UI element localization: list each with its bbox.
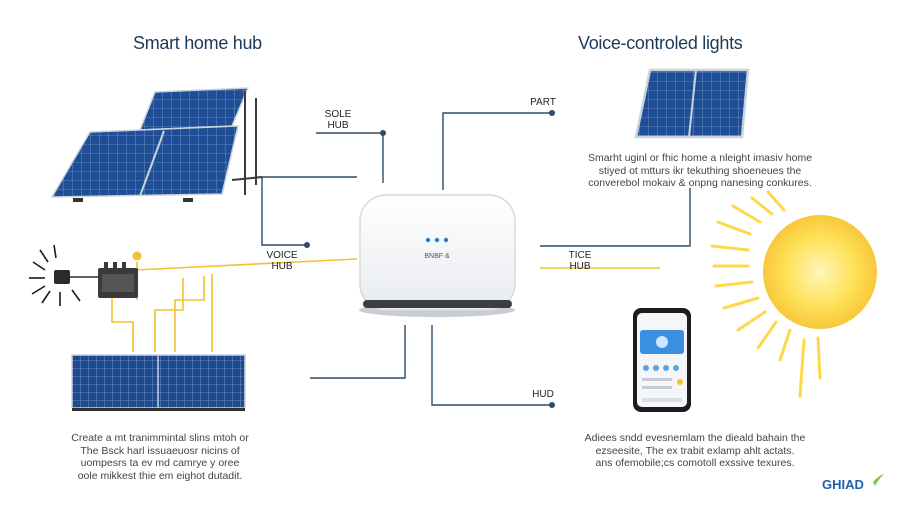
brand-logo: GHIAD	[822, 477, 864, 492]
paragraph-left-bottom: Create a mt tranimmintal slins mtoh or T…	[40, 432, 280, 482]
paragraph-line: Create a mt tranimmintal slins mtoh or	[71, 432, 249, 444]
solar-panel-icon	[71, 354, 246, 411]
smartphone-icon	[633, 308, 691, 412]
smart-hub-device-icon	[359, 194, 516, 317]
paragraph-line: converebol mokaiv & onpng nanesing conku…	[588, 177, 812, 189]
label-sole-hub: SOLE HUB	[318, 109, 358, 131]
paragraph-line: Adiees sndd evesnemlam the dieald bahain…	[584, 432, 806, 444]
hub-device-label: BNBF &	[424, 253, 450, 260]
solar-panel-icon	[634, 68, 750, 139]
label-sole-line1: SOLE	[324, 109, 352, 120]
paragraph-line: Smarht uginl or fhic home a nleight imas…	[587, 152, 813, 164]
light-sensor-icon	[29, 244, 98, 306]
solar-panel-icon	[50, 87, 263, 202]
label-tice-line1: TICE	[568, 250, 592, 261]
label-tice-hub: TICE HUB	[560, 250, 600, 272]
label-voice-hub: VOICE HUB	[262, 250, 302, 272]
paragraph-line: The Bsck harl issuaeuosr nicins of	[80, 444, 240, 457]
sun-icon	[710, 190, 877, 398]
label-part: PART	[530, 97, 556, 108]
paragraph-line: ezseesite, The ex trabit exlamp ahlt act…	[595, 444, 795, 457]
yellow-node	[132, 251, 142, 261]
title-smart-home-hub: Smart home hub	[133, 33, 262, 53]
title-voice-controlled-lights: Voice-controled lights	[578, 33, 743, 53]
paragraph-right-bottom: Adiees sndd evesnemlam the dieald bahain…	[560, 432, 830, 470]
label-voice-line1: VOICE	[266, 250, 298, 261]
label-tice-line2: HUB	[569, 261, 591, 272]
label-sole-line2: HUB	[327, 120, 349, 131]
junction-box-icon	[98, 262, 138, 298]
paragraph-line: oole mikkest thie em eighot dutadit.	[77, 469, 243, 482]
label-hud: HUD	[532, 389, 554, 400]
wires-blue	[261, 112, 691, 406]
paragraph-line: ans ofemobile;cs comotoll exssive texure…	[595, 457, 795, 469]
logo-leaf-icon	[873, 474, 884, 486]
paragraph-line: stiyed ot mtturs ikr tekuthing shoeneues…	[598, 164, 802, 177]
paragraph-line: uompesrs ta ev md camrye y oree	[80, 457, 240, 469]
paragraph-right-top: Smarht uginl or fhic home a nleight imas…	[560, 152, 840, 190]
wire-endpoints	[304, 110, 555, 408]
label-voice-line2: HUB	[271, 261, 293, 272]
